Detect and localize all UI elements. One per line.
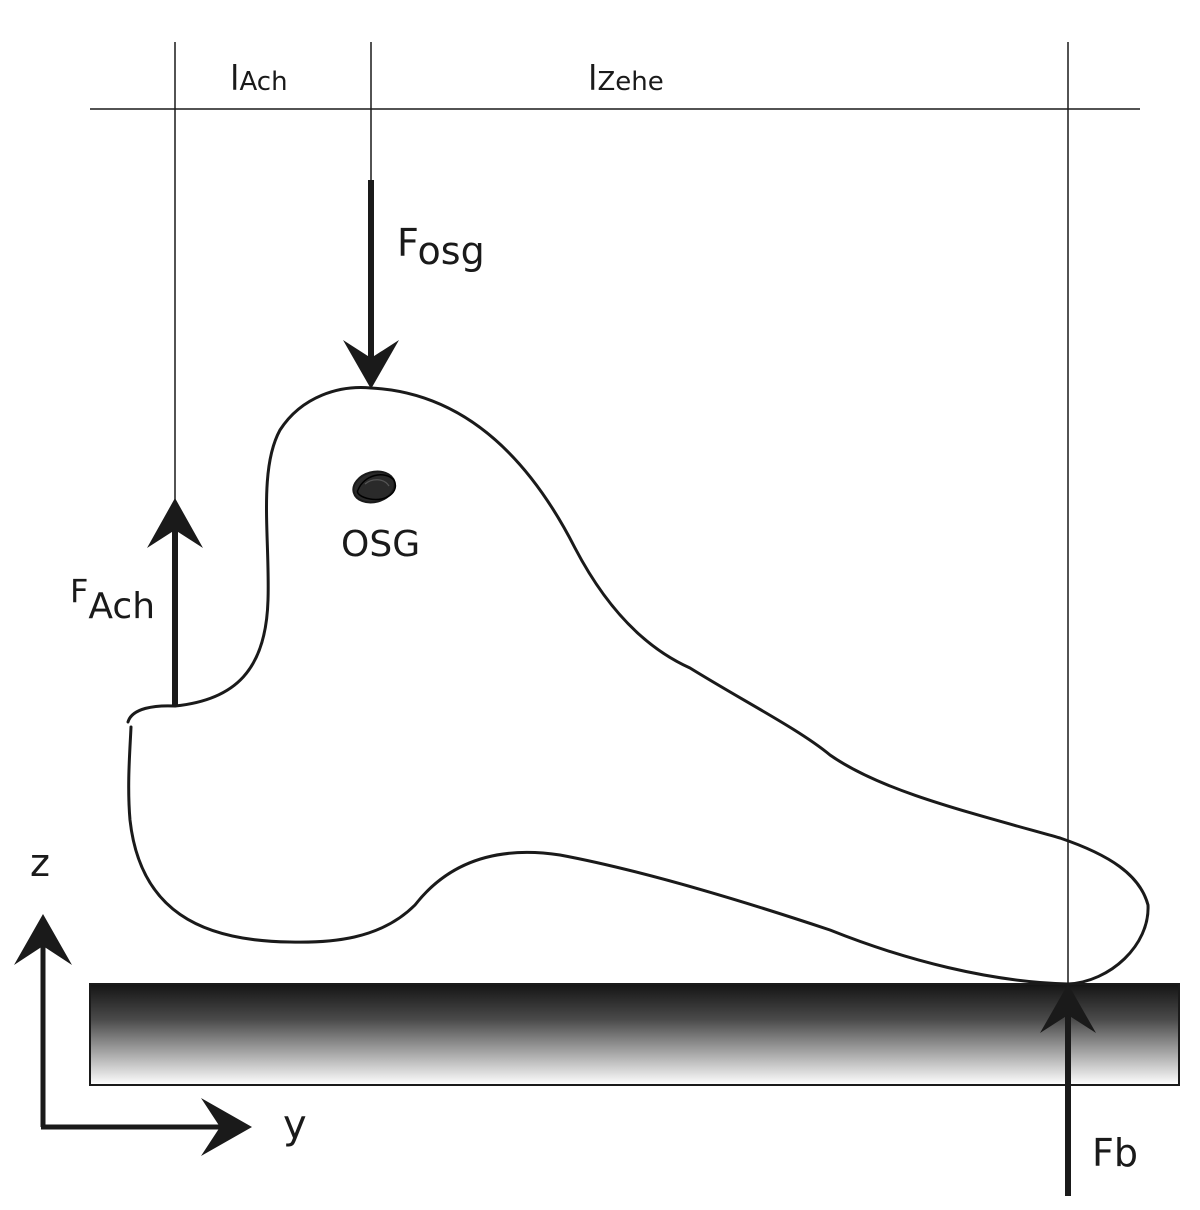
coordinate-axes: [14, 914, 252, 1156]
label-fb: Fb: [1092, 1131, 1138, 1175]
osg-joint-marker: [352, 470, 397, 504]
label-osg: OSG: [341, 524, 420, 565]
axis-label-y: y: [283, 1102, 307, 1148]
label-l-zehe: lZehe: [588, 59, 664, 99]
label-f-osg: Fosg: [397, 221, 485, 273]
ground-surface: [89, 983, 1180, 1086]
label-f-ach: FAch: [70, 572, 155, 627]
force-osg-arrow: [343, 180, 399, 389]
heel-curl: [126, 704, 177, 724]
label-l-ach: lAch: [230, 59, 288, 99]
force-ground-arrow: [1040, 984, 1096, 1196]
axis-label-z: z: [30, 841, 50, 885]
force-achilles-arrow: [147, 498, 203, 706]
foot-outline: [127, 386, 1150, 986]
